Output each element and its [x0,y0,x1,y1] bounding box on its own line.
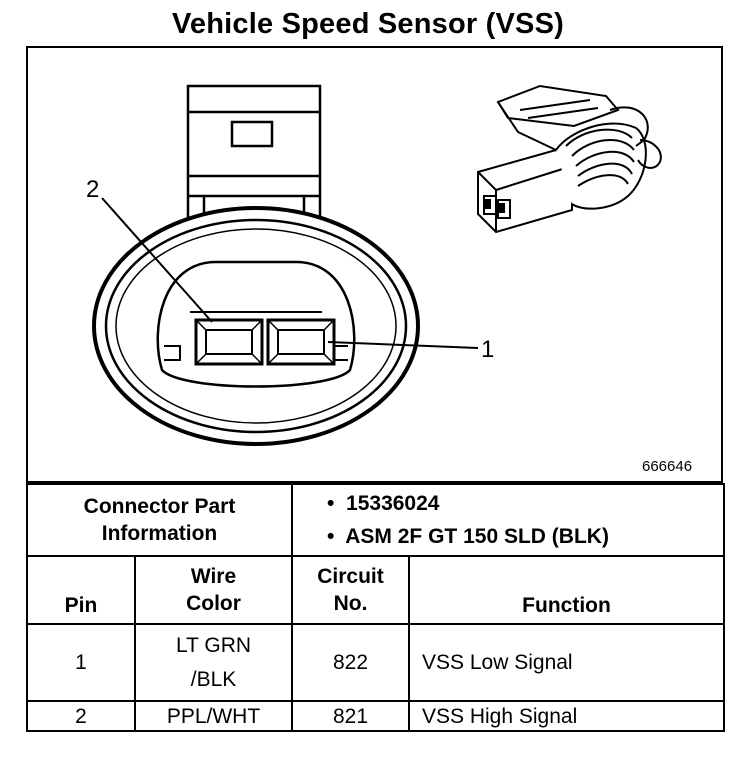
leader-line-pin-2 [101,197,213,323]
cell-wire-color-line1: LT GRN [175,633,252,657]
header-wire-color: Wire Color [134,555,293,625]
cell-function: VSS Low Signal [407,623,726,702]
table-row: 2 PPL/WHT 821 VSS High Signal [26,700,726,732]
part-number-item: • 15336024 [327,487,723,520]
connector-part-label-line2: Information [101,522,218,545]
header-function: Function [407,555,726,625]
terminal-cavity-pin-2 [194,318,264,366]
table-header-row: Pin Wire Color Circuit No. Function [26,555,726,625]
connector-part-label-line1: Connector Part [83,495,236,518]
header-circuit-line2: No. [333,592,368,615]
connector-3d-view [477,84,662,234]
connector-part-label: Connector Part Information [26,483,293,557]
figure-id: 666646 [642,458,693,475]
cell-pin: 1 [26,623,136,702]
callout-pin-1: 1 [481,336,495,363]
cell-wire-color: PPL/WHT [134,700,293,732]
bullet-icon: • [327,492,335,515]
table-row: 1 LT GRN /BLK 822 VSS Low Signal [26,623,726,702]
terminal-cavity-pin-1 [266,318,336,366]
bullet-icon: • [327,525,335,548]
callout-pin-2: 2 [86,176,100,203]
cell-pin: 2 [26,700,136,732]
leader-line-pin-1 [327,341,479,349]
header-circuit-no: Circuit No. [291,555,410,625]
header-circuit-line1: Circuit [317,565,384,588]
connector-latch [186,84,322,220]
cell-function: VSS High Signal [407,700,726,732]
pin-table: Connector Part Information • 15336024 • … [26,483,726,732]
cell-circuit: 822 [291,623,410,702]
header-pin: Pin [26,555,136,625]
part-description: ASM 2F GT 150 SLD (BLK) [345,525,609,548]
cell-wire-color-line2: /BLK [190,667,237,691]
connector-part-row: Connector Part Information • 15336024 • … [26,483,726,557]
diagram-title: Vehicle Speed Sensor (VSS) [171,8,564,40]
header-wire-color-line1: Wire [190,565,237,588]
connector-part-info: • 15336024 • ASM 2F GT 150 SLD (BLK) [290,483,726,557]
header-wire-color-line2: Color [186,592,241,615]
cell-wire-color: LT GRN /BLK [134,623,293,702]
part-description-item: • ASM 2F GT 150 SLD (BLK) [327,520,723,553]
cell-circuit: 821 [291,700,410,732]
part-number: 15336024 [346,492,440,515]
connector-illustration-frame [26,46,723,483]
